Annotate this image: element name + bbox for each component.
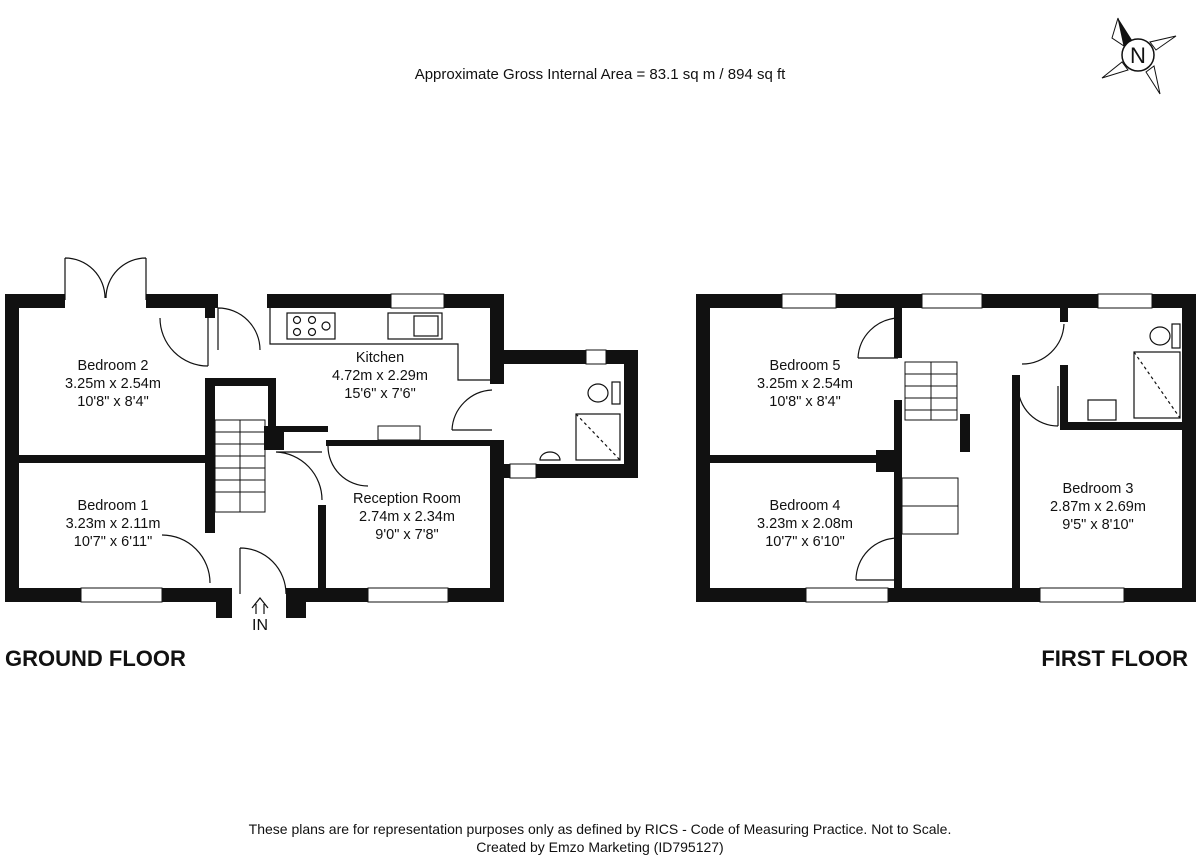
room-bedroom-2: Bedroom 2 3.25m x 2.54m 10'8" x 8'4" xyxy=(65,358,161,410)
room-metric: 2.74m x 2.34m xyxy=(359,509,455,525)
room-name: Reception Room xyxy=(353,491,461,507)
room-imperial: 9'5" x 8'10" xyxy=(1062,517,1133,533)
room-metric: 2.87m x 2.69m xyxy=(1050,499,1146,515)
room-bedroom-5: Bedroom 5 3.25m x 2.54m 10'8" x 8'4" xyxy=(757,358,853,410)
room-reception: Reception Room 2.74m x 2.34m 9'0" x 7'8" xyxy=(353,491,461,543)
ground-floor-title: GROUND FLOOR xyxy=(5,646,186,671)
room-bedroom-3: Bedroom 3 2.87m x 2.69m 9'5" x 8'10" xyxy=(1050,481,1146,533)
room-imperial: 15'6" x 7'6" xyxy=(344,386,415,402)
ground-floor-plan xyxy=(5,257,638,618)
room-name: Bedroom 5 xyxy=(770,358,841,374)
room-imperial: 10'8" x 8'4" xyxy=(769,394,840,410)
entrance-label: IN xyxy=(252,617,268,634)
room-metric: 3.23m x 2.08m xyxy=(757,516,853,532)
gross-internal-area: Approximate Gross Internal Area = 83.1 s… xyxy=(415,66,786,83)
room-kitchen: Kitchen 4.72m x 2.29m 15'6" x 7'6" xyxy=(332,350,428,402)
room-name: Bedroom 4 xyxy=(770,498,841,514)
credit-text: Created by Emzo Marketing (ID795127) xyxy=(476,839,723,855)
room-metric: 4.72m x 2.29m xyxy=(332,368,428,384)
room-bedroom-4: Bedroom 4 3.23m x 2.08m 10'7" x 6'10" xyxy=(757,498,853,550)
compass-icon: N xyxy=(1101,17,1177,95)
room-metric: 3.23m x 2.11m xyxy=(66,516,161,532)
room-bedroom-1: Bedroom 1 3.23m x 2.11m 10'7" x 6'11" xyxy=(66,498,161,550)
disclaimer-text: These plans are for representation purpo… xyxy=(249,821,952,837)
room-name: Bedroom 3 xyxy=(1063,481,1134,497)
room-name: Bedroom 2 xyxy=(78,358,149,374)
room-imperial: 9'0" x 7'8" xyxy=(375,527,438,543)
room-imperial: 10'7" x 6'11" xyxy=(74,534,152,550)
compass-north-label: N xyxy=(1130,43,1146,68)
room-imperial: 10'7" x 6'10" xyxy=(765,534,845,550)
room-metric: 3.25m x 2.54m xyxy=(65,376,161,392)
first-floor-title: FIRST FLOOR xyxy=(1041,646,1188,671)
room-imperial: 10'8" x 8'4" xyxy=(77,394,148,410)
first-floor-plan xyxy=(696,293,1196,603)
room-metric: 3.25m x 2.54m xyxy=(757,376,853,392)
room-name: Bedroom 1 xyxy=(78,498,149,514)
room-name: Kitchen xyxy=(356,350,404,366)
